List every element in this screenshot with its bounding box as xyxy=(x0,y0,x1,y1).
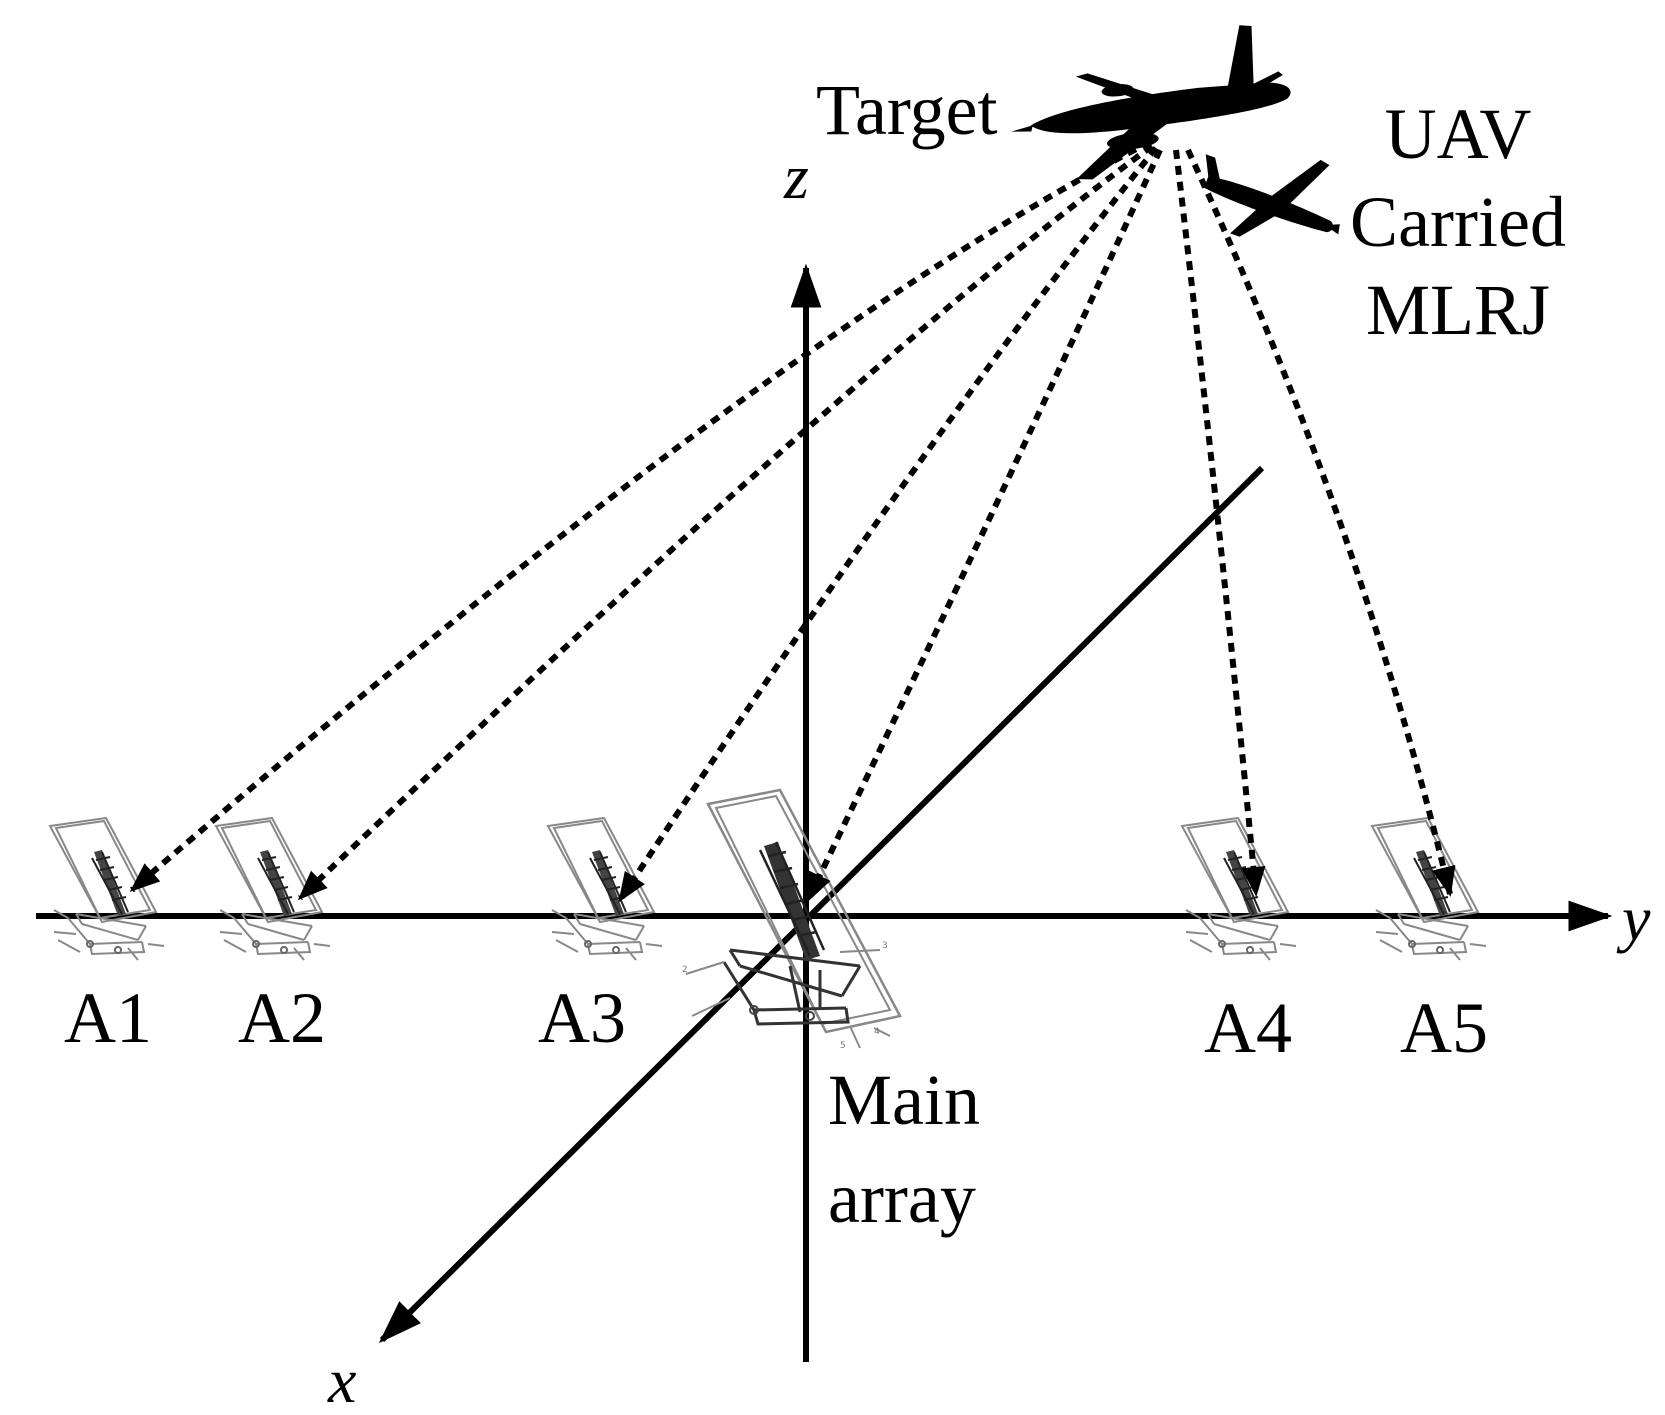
target-aircraft-icon xyxy=(1011,25,1291,180)
uav-label: UAV Carried MLRJ xyxy=(1350,94,1566,350)
uav-label-line2: Carried xyxy=(1350,182,1566,262)
antenna-a3-icon xyxy=(547,817,663,961)
part-label-5: 5 xyxy=(840,1041,846,1051)
x-axis xyxy=(378,465,1265,1344)
beam-to-a4 xyxy=(1173,149,1266,897)
y-axis-label: y xyxy=(1616,883,1651,954)
part-label-2: 2 xyxy=(682,965,688,975)
a1-label: A1 xyxy=(64,978,152,1058)
part-label-4: 4 xyxy=(874,1027,880,1037)
uav-label-line1: UAV xyxy=(1385,94,1532,174)
main-array-label-line2: array xyxy=(828,1158,976,1238)
main-array-label-line1: Main xyxy=(828,1060,980,1140)
part-label-3: 3 xyxy=(882,941,888,951)
antenna-a4-icon xyxy=(1181,817,1297,961)
z-axis-label: z xyxy=(783,141,809,212)
beam-lines xyxy=(129,139,1456,903)
main-array-icon: 2 3 4 5 xyxy=(682,788,902,1051)
a2-label: A2 xyxy=(238,978,326,1058)
a3-label: A3 xyxy=(538,978,626,1058)
antenna-a5-icon xyxy=(1371,817,1487,961)
uav-aircraft-icon xyxy=(1204,154,1340,237)
a5-label: A5 xyxy=(1400,988,1488,1068)
beam-to-a3 xyxy=(617,146,1159,903)
x-axis-label: x xyxy=(327,1345,356,1415)
beam-to-a2 xyxy=(297,143,1154,901)
main-array-label: Main array xyxy=(828,1060,980,1238)
beam-to-a1 xyxy=(129,139,1152,893)
uav-label-line3: MLRJ xyxy=(1366,270,1550,350)
target-label: Target xyxy=(816,70,998,150)
a4-label: A4 xyxy=(1204,988,1292,1068)
beam-to-main xyxy=(805,148,1163,903)
beam-to-a5 xyxy=(1185,148,1456,897)
antenna-a1-icon xyxy=(49,817,165,961)
